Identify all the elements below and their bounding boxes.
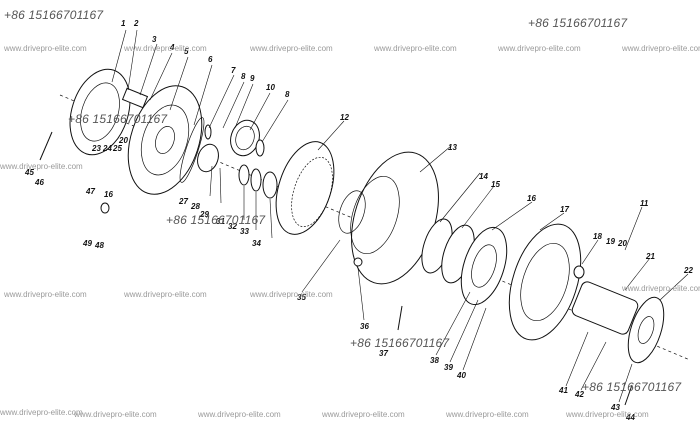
thrust-washer [238, 164, 250, 186]
pin [573, 265, 585, 279]
output-flange [627, 296, 665, 364]
site-watermark: www.drivepro-elite.com [566, 410, 649, 419]
part-label: 8 [241, 72, 246, 81]
part-label: 18 [593, 232, 602, 241]
part-label: 20 [617, 239, 627, 248]
site-watermark: www.drivepro-elite.com [4, 44, 87, 53]
gasket-ring [179, 117, 205, 183]
needle-bearing [197, 143, 219, 173]
site-watermark: www.drivepro-elite.com [374, 44, 457, 53]
part-label: 15 [491, 180, 500, 189]
part-label: 12 [340, 113, 349, 122]
part-label: 31 [216, 217, 225, 226]
part-label: 13 [448, 143, 457, 152]
part-label: 42 [574, 390, 584, 399]
part-label: 47 [85, 187, 95, 196]
part-label: 4 [169, 43, 175, 52]
part-label: 36 [360, 322, 369, 331]
bearing-flange [460, 226, 508, 306]
part-label: 46 [34, 178, 44, 187]
part-label: 25 [112, 144, 122, 153]
mounting-flange [127, 85, 203, 195]
site-watermark: www.drivepro-elite.com [622, 284, 700, 293]
site-watermark: www.drivepro-elite.com [322, 410, 405, 419]
site-watermark: www.drivepro-elite.com [124, 290, 207, 299]
phone-watermark: +86 15166701167 [4, 8, 104, 22]
site-watermark: www.drivepro-elite.com [622, 44, 700, 53]
part-label: 16 [527, 194, 536, 203]
phone-watermark: +86 15166701167 [528, 16, 628, 30]
site-watermark: www.drivepro-elite.com [0, 408, 83, 417]
part-label: 38 [430, 356, 439, 365]
part-label: 33 [240, 227, 249, 236]
part-label: 49 [82, 239, 92, 248]
site-watermark: www.drivepro-elite.com [74, 410, 157, 419]
part-label: 37 [379, 349, 388, 358]
part-label: 16 [104, 190, 113, 199]
thrust-washer [262, 171, 278, 199]
part-label: 5 [184, 47, 189, 56]
part-label: 35 [297, 293, 306, 302]
part-label: 45 [24, 168, 34, 177]
part-label: 23 [91, 144, 101, 153]
phone-watermark: +86 15166701167 [68, 112, 168, 126]
part-label: 3 [152, 35, 157, 44]
phone-watermark: +86 15166701167 [582, 380, 682, 394]
part-label: 11 [640, 199, 649, 208]
part-label: 22 [683, 266, 693, 275]
bolt [624, 384, 633, 406]
part-label: 1 [121, 19, 126, 28]
site-watermark: www.drivepro-elite.com [498, 44, 581, 53]
site-watermark: www.drivepro-elite.com [198, 410, 281, 419]
site-watermark: www.drivepro-elite.com [4, 290, 87, 299]
washer [100, 202, 110, 214]
end-cover-plate [69, 68, 131, 156]
part-labels: 1 2 3 4 5 6 7 8 9 10 8 12 13 14 15 16 17… [24, 19, 693, 422]
site-watermark: www.drivepro-elite.com [124, 44, 207, 53]
phone-watermark: +86 15166701167 [166, 213, 266, 227]
part-label: 44 [625, 413, 635, 422]
bolt [39, 131, 53, 161]
part-label: 14 [479, 172, 488, 181]
part-label: 7 [231, 66, 236, 75]
thrust-washer [250, 168, 262, 192]
part-label: 39 [444, 363, 453, 372]
site-watermark: www.drivepro-elite.com [446, 410, 529, 419]
part-label: 8 [285, 90, 290, 99]
part-label: 21 [645, 252, 655, 261]
part-label: 10 [266, 83, 275, 92]
part-label: 24 [102, 144, 112, 153]
snap-ring [255, 139, 265, 157]
part-label: 27 [178, 197, 188, 206]
site-watermark: www.drivepro-elite.com [0, 162, 83, 171]
part-label: 20 [118, 136, 128, 145]
part-label: 48 [94, 241, 104, 250]
part-label: 34 [252, 239, 261, 248]
small-ring [204, 124, 212, 140]
part-label: 32 [228, 222, 237, 231]
plug [353, 257, 363, 267]
part-label: 29 [199, 210, 209, 219]
part-label: 41 [558, 386, 568, 395]
bolt [397, 305, 403, 331]
part-label: 9 [250, 74, 255, 83]
input-shaft [121, 87, 149, 109]
part-label: 40 [456, 371, 466, 380]
part-label: 6 [208, 55, 213, 64]
site-watermark: www.drivepro-elite.com [250, 44, 333, 53]
planetary-housing [351, 151, 439, 285]
part-label: 17 [560, 205, 569, 214]
part-label: 43 [610, 403, 620, 412]
leader-lines [111, 29, 689, 403]
part-label: 28 [190, 202, 200, 211]
brake-disc [508, 223, 582, 341]
site-watermark: www.drivepro-elite.com [250, 290, 333, 299]
phone-watermark: +86 15166701167 [350, 336, 450, 350]
part-label: 2 [133, 19, 139, 28]
output-shaft [571, 281, 639, 335]
part-label: 19 [606, 237, 615, 246]
